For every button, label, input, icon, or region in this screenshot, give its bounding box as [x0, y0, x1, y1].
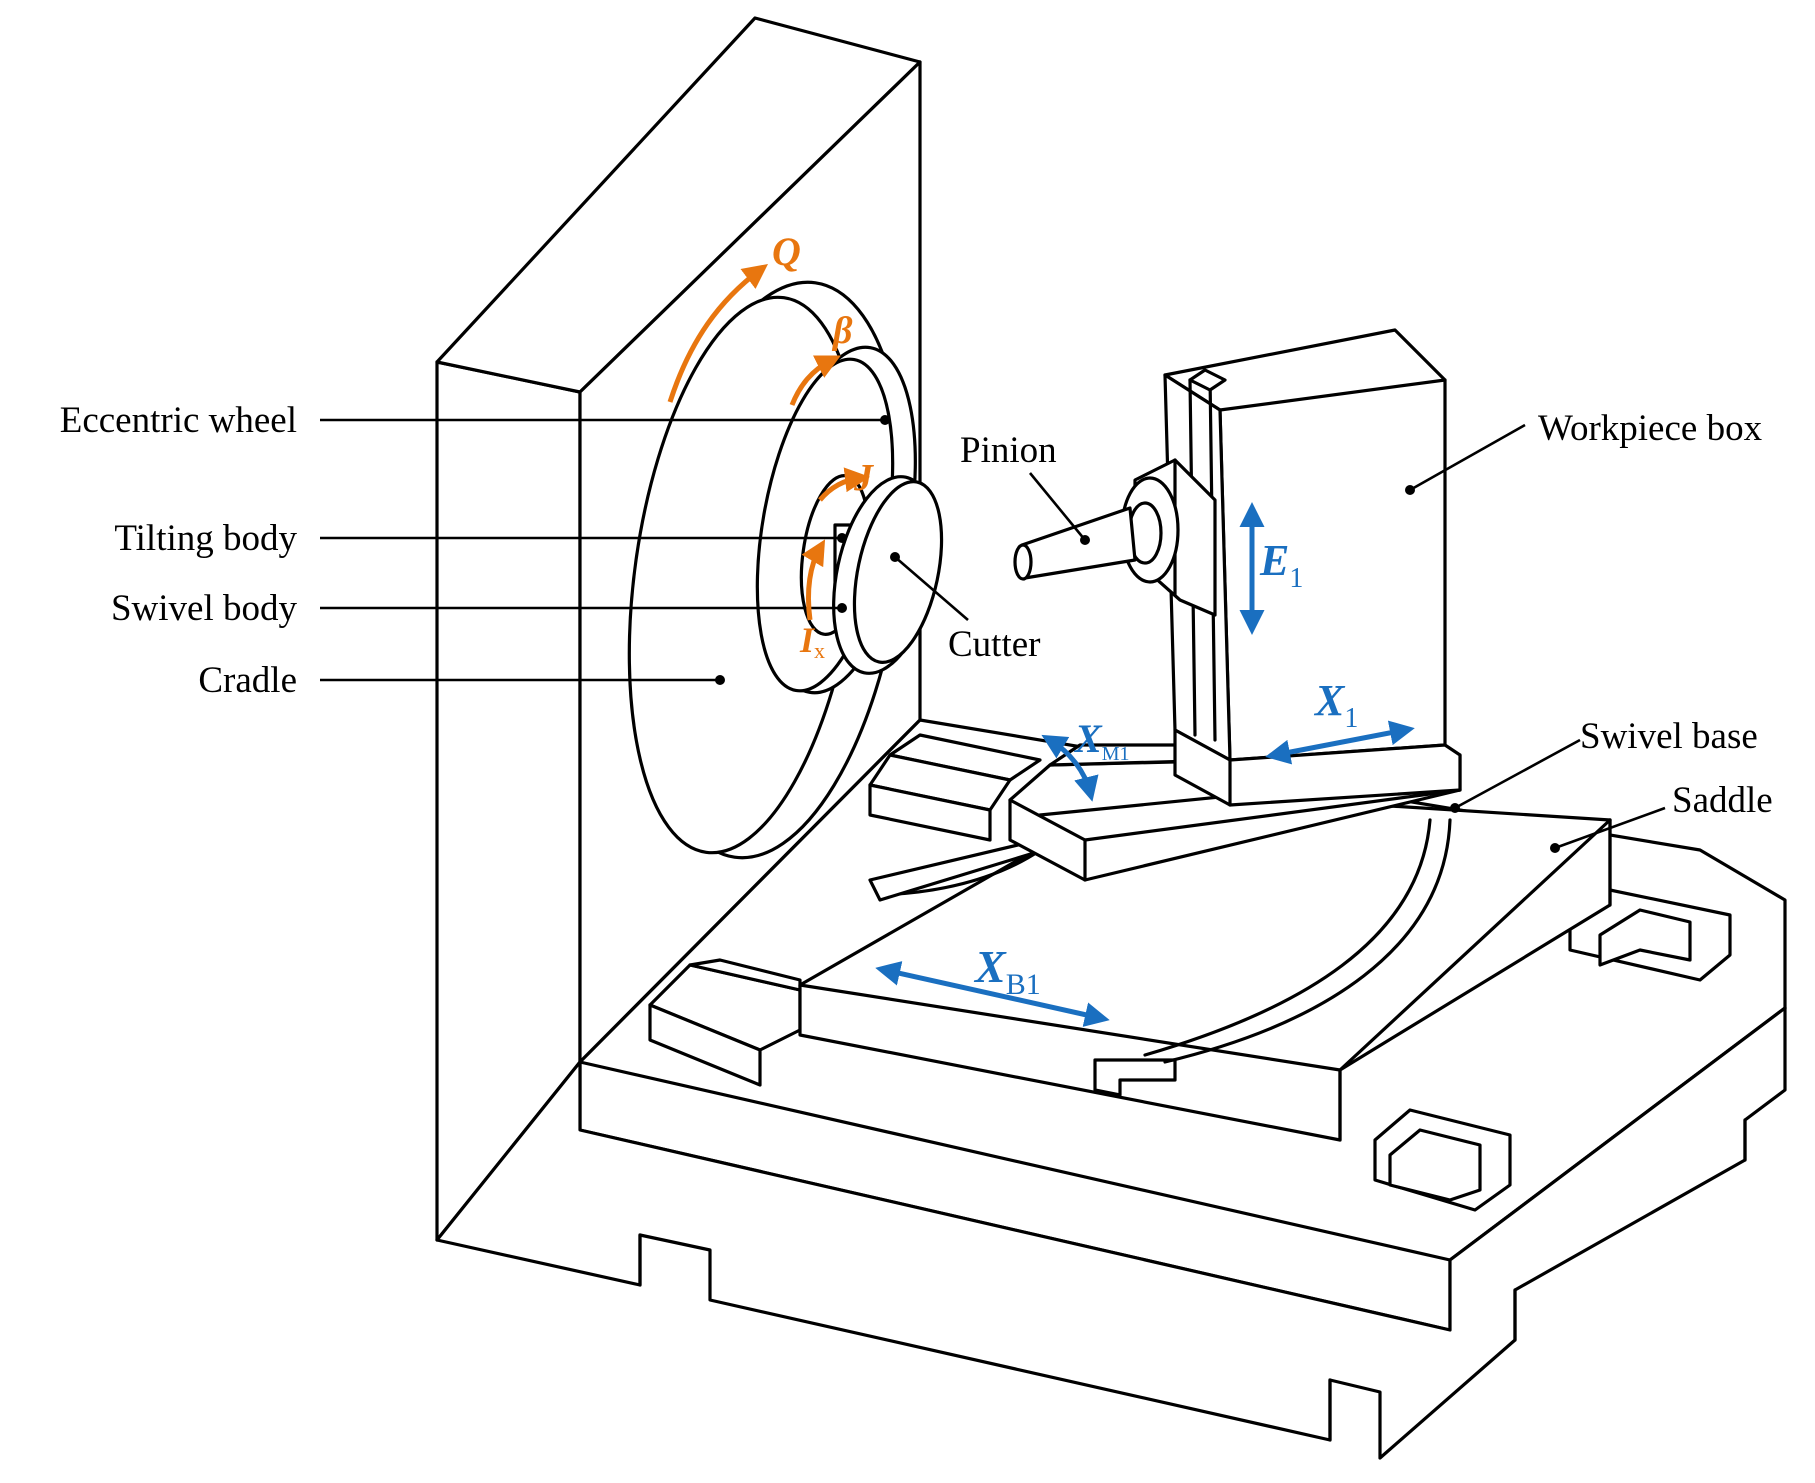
label-eccentric-wheel: Eccentric wheel	[60, 400, 297, 441]
label-saddle: Saddle	[1672, 780, 1773, 821]
arrow-xb1	[875, 961, 1110, 1027]
symbol-q: Q	[772, 229, 801, 274]
symbol-j: J	[853, 457, 874, 499]
arrow-beta	[789, 355, 841, 406]
label-swivel-base: Swivel base	[1580, 716, 1758, 757]
symbol-x1: X1	[1313, 676, 1358, 734]
arrow-xm1	[1041, 734, 1099, 802]
leader-lines	[320, 415, 1666, 853]
symbol-e1: E1	[1259, 536, 1303, 594]
motion-symbols: Q β J Ix E1 X1 XM1 XB1	[772, 229, 1358, 1001]
arrow-x1	[1265, 720, 1415, 765]
arrow-j	[818, 467, 870, 502]
rotation-arrows	[667, 263, 870, 621]
label-workpiece-box: Workpiece box	[1538, 408, 1763, 449]
label-cutter: Cutter	[948, 624, 1040, 665]
component-labels: Eccentric wheel Tilting body Swivel body…	[60, 400, 1773, 821]
arrow-q	[667, 263, 768, 403]
symbol-xb1: XB1	[973, 941, 1041, 1001]
cradle-assembly	[627, 280, 944, 860]
label-pinion: Pinion	[960, 430, 1057, 471]
symbol-beta: β	[831, 310, 853, 352]
symbol-i: Ix	[799, 620, 825, 663]
label-swivel-body: Swivel body	[111, 588, 298, 629]
pinion-head	[1013, 458, 1217, 617]
linear-arrows	[875, 502, 1415, 1027]
rails	[648, 733, 1732, 1212]
label-cradle: Cradle	[198, 660, 297, 701]
symbol-xm1: XM1	[1073, 716, 1129, 765]
label-tilting-body: Tilting body	[114, 518, 297, 559]
arrow-i	[801, 539, 826, 621]
